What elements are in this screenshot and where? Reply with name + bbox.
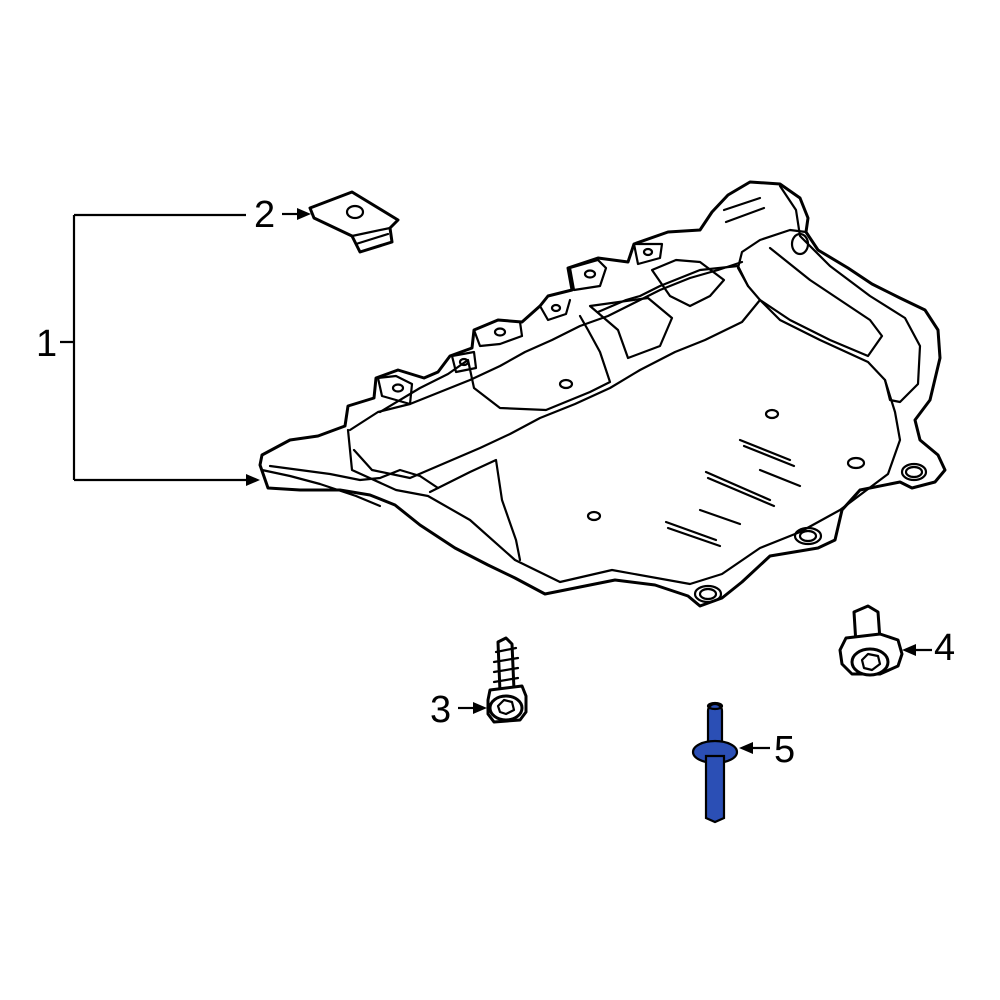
callout-5-arrowhead bbox=[739, 742, 753, 754]
mounting-holes bbox=[558, 232, 928, 604]
tapping-screw-part[interactable] bbox=[486, 636, 528, 724]
bolt-head-face bbox=[850, 647, 890, 677]
callout-1-leader bbox=[60, 213, 248, 482]
callout-4: 4 bbox=[902, 627, 955, 669]
splash-shield-part[interactable] bbox=[258, 180, 947, 608]
callout-1: 1 bbox=[36, 213, 260, 486]
callout-3-arrowhead bbox=[473, 702, 487, 714]
callout-1-label: 1 bbox=[36, 323, 57, 365]
splash-shield-recess-2 bbox=[650, 258, 726, 308]
screw-head-face bbox=[488, 694, 524, 722]
clip-nut-body bbox=[308, 190, 400, 254]
splash-shield-rib-c bbox=[378, 314, 612, 414]
callout-2: 2 bbox=[254, 194, 311, 236]
splash-shield-outline bbox=[258, 180, 947, 608]
callout-2-arrowhead bbox=[297, 208, 311, 220]
splash-shield-rim-upper bbox=[348, 260, 744, 432]
screw-shank bbox=[496, 636, 516, 694]
splash-shield-side-contour-2 bbox=[758, 246, 884, 358]
mounting-tabs bbox=[376, 242, 664, 406]
splash-shield-front-flange-2 bbox=[260, 468, 382, 508]
screw-drive-icon bbox=[496, 698, 516, 716]
callout-4-arrowhead bbox=[902, 644, 916, 656]
callout-3-label: 3 bbox=[430, 689, 451, 731]
drain-slots bbox=[664, 196, 802, 548]
flange-bolt-part[interactable] bbox=[838, 604, 904, 677]
splash-shield-recess bbox=[588, 296, 674, 360]
splash-shield-side-contour bbox=[778, 184, 922, 404]
callout-4-label: 4 bbox=[934, 627, 955, 669]
clip-nut-hole bbox=[345, 204, 365, 220]
callout-3: 3 bbox=[430, 689, 487, 731]
callout-5: 5 bbox=[739, 729, 795, 771]
callout-5-label: 5 bbox=[774, 729, 795, 771]
callout-2-label: 2 bbox=[254, 194, 275, 236]
splash-shield-front-flange bbox=[268, 464, 440, 490]
rivet-part[interactable] bbox=[691, 701, 739, 824]
splash-shield-rib-b bbox=[428, 458, 522, 562]
callout-1-arrowhead bbox=[246, 474, 260, 486]
rivet-body bbox=[704, 754, 726, 824]
clip-nut-part[interactable] bbox=[308, 190, 400, 254]
bolt-hex-socket-icon bbox=[860, 652, 882, 672]
